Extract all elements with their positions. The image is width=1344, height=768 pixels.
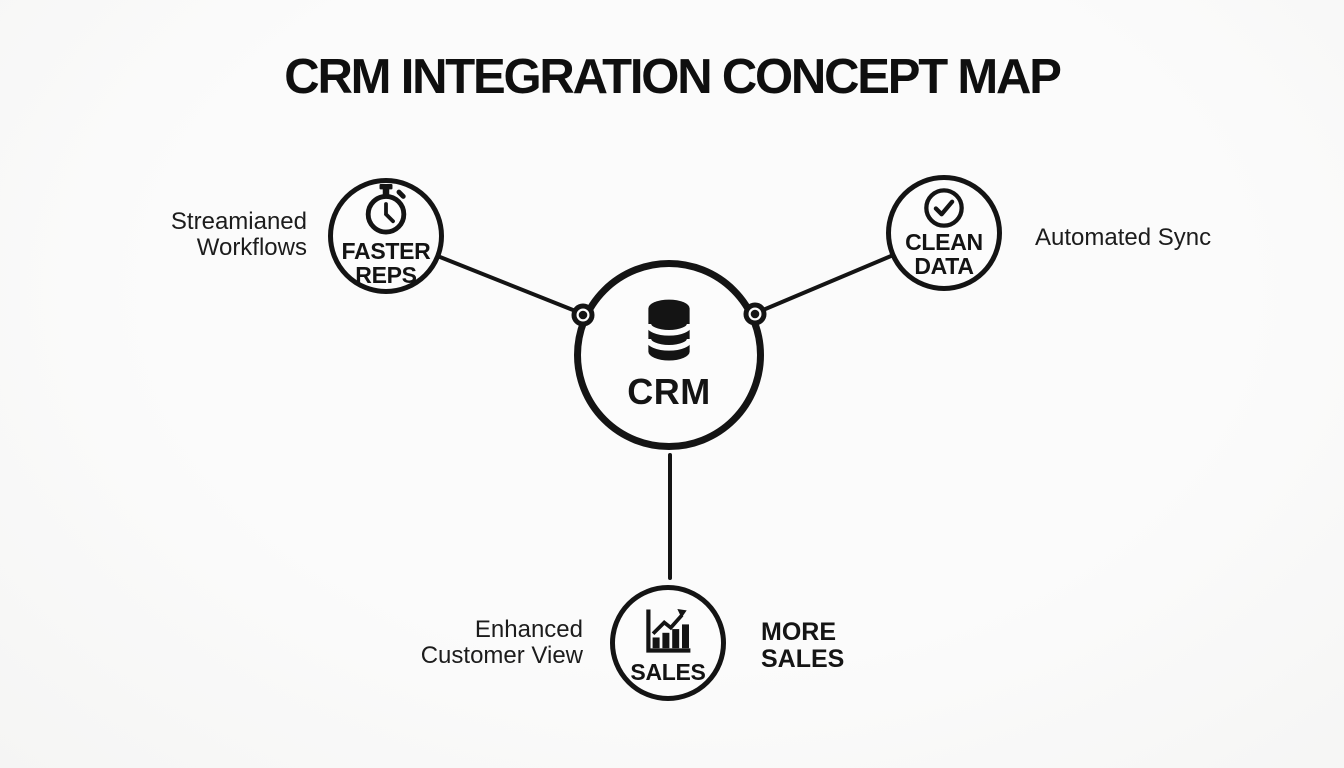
node-label-line: REPS (355, 262, 417, 288)
node-label-line: DATA (914, 253, 974, 279)
annotation-automated-sync: Automated Sync (1035, 225, 1211, 251)
edge-clean-to-crm (754, 254, 893, 315)
sales-node: SALES (610, 585, 726, 701)
annotation-line: Streamianed (170, 208, 307, 235)
annotation-enhanced-customer-view: Enhanced Customer View (383, 617, 583, 669)
annotation-line: Enhanced (474, 616, 583, 643)
stopwatch-icon (365, 184, 407, 235)
crm-node: CRM (574, 260, 764, 450)
node-label: SALES (630, 659, 706, 686)
node-label: FASTER REPS (341, 238, 431, 288)
node-label-line: FASTER (341, 238, 431, 265)
bar-chart-icon (646, 609, 691, 653)
database-icon (645, 299, 693, 361)
annotation-line: SALES (761, 645, 845, 673)
edge-faster-to-crm (438, 255, 585, 316)
diagram-title: CRM INTEGRATION CONCEPT MAP (284, 50, 1062, 104)
annotation-streamlined-workflows: Streamianed Workflows (117, 209, 307, 261)
clean-data-node: CLEAN DATA (886, 175, 1002, 291)
node-label-line: CLEAN (905, 229, 983, 256)
node-label: CLEAN DATA (905, 229, 983, 279)
annotation-line: Automated Sync (1035, 224, 1212, 251)
annotation-line: MORE (761, 618, 836, 646)
node-label: CRM (627, 371, 711, 412)
annotation-line: Customer View (420, 642, 583, 669)
node-label-line: SALES (630, 659, 706, 686)
check-circle-icon (924, 188, 964, 228)
faster-reps-node: FASTER REPS (328, 178, 444, 294)
annotation-line: Workflows (196, 234, 307, 261)
annotation-more-sales: MORE SALES (761, 619, 844, 673)
